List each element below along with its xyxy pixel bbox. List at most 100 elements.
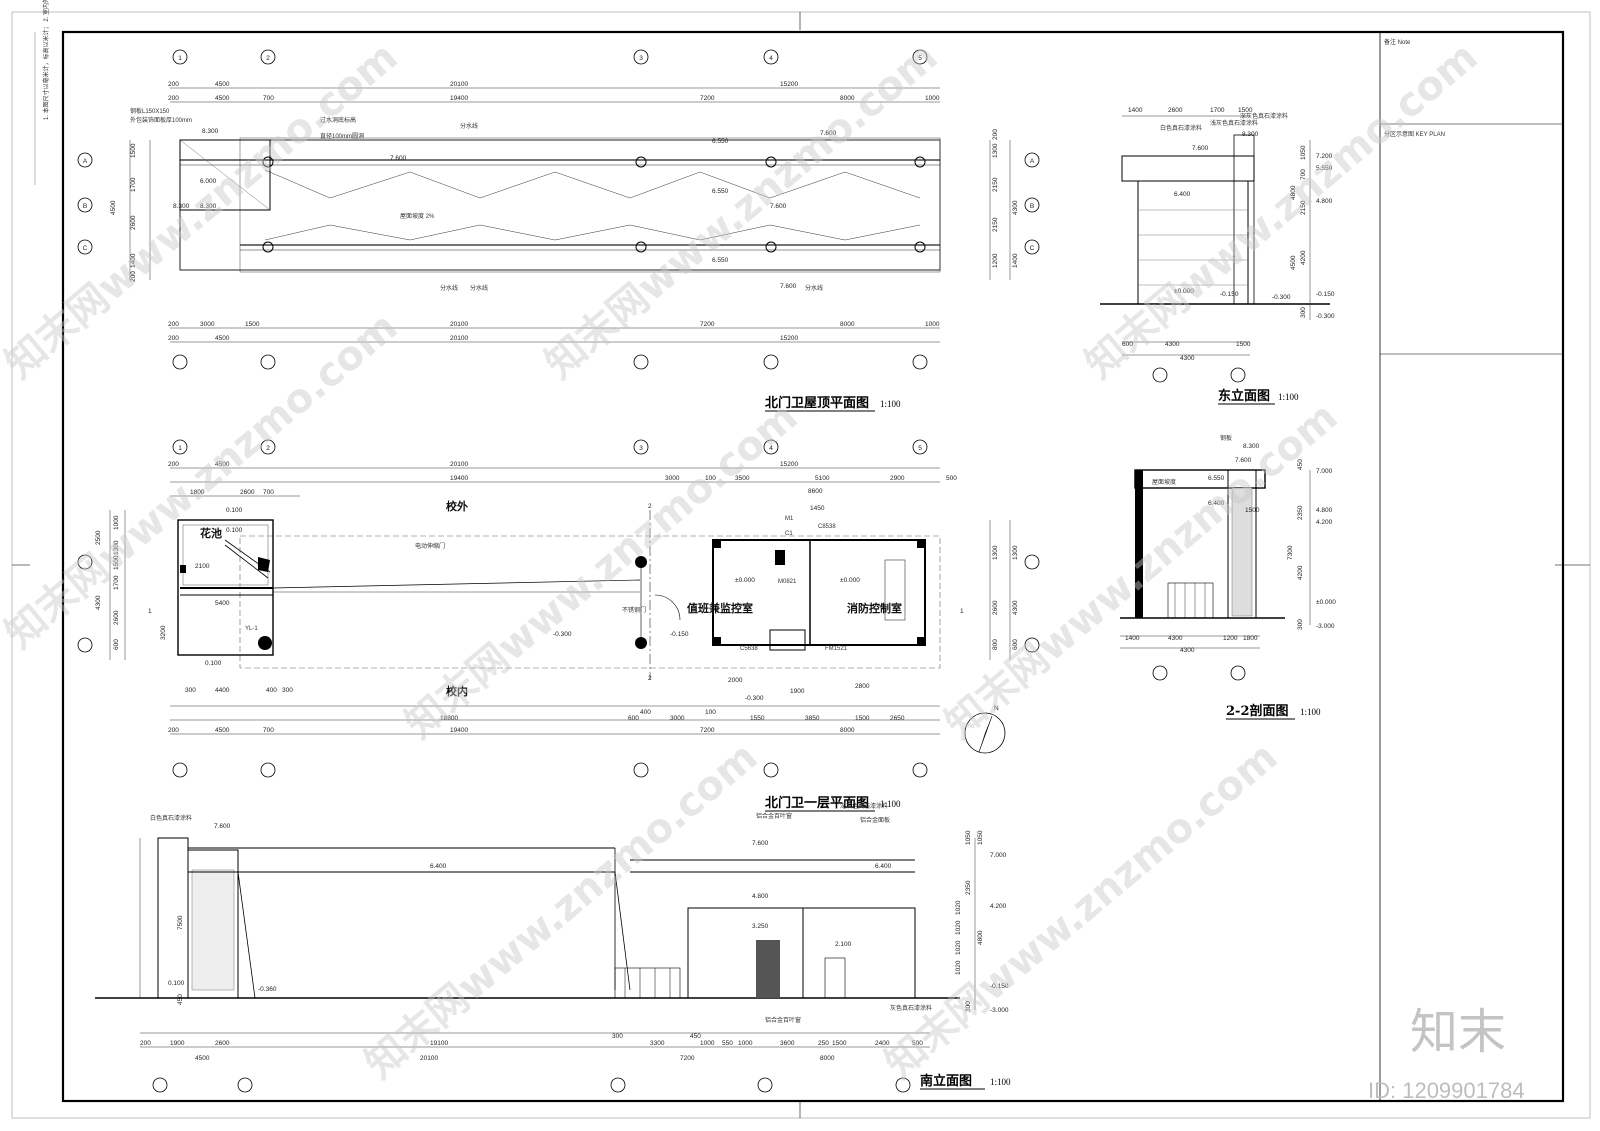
brand-logo: 知末 ID: 1209901784 bbox=[1368, 1004, 1525, 1103]
svg-text:分水线: 分水线 bbox=[805, 284, 823, 292]
svg-text:8.300: 8.300 bbox=[1242, 131, 1259, 138]
svg-text:1020: 1020 bbox=[955, 900, 962, 915]
svg-text:C: C bbox=[83, 245, 88, 252]
svg-text:1500: 1500 bbox=[1238, 107, 1253, 114]
svg-text:2150: 2150 bbox=[992, 177, 999, 192]
svg-text:深灰色真石漆涂料: 深灰色真石漆涂料 bbox=[1240, 112, 1288, 120]
svg-text:4.200: 4.200 bbox=[990, 903, 1007, 910]
svg-text:0.100: 0.100 bbox=[226, 507, 243, 514]
svg-text:知末网www.znzmo.com: 知末网www.znzmo.com bbox=[357, 734, 766, 1088]
svg-text:3300: 3300 bbox=[650, 1040, 665, 1047]
svg-text:铝合金面板: 铝合金面板 bbox=[860, 816, 890, 824]
svg-text:1:100: 1:100 bbox=[990, 1077, 1011, 1087]
roof-plan: 1 2 3 4 5 A B C A B C 200 4500 20100 152… bbox=[77, 49, 1040, 412]
svg-text:M0821: M0821 bbox=[778, 579, 797, 585]
svg-text:500: 500 bbox=[912, 1040, 923, 1047]
key-plan-label: 分区示意图 KEY PLAN bbox=[1384, 130, 1445, 138]
svg-text:1450: 1450 bbox=[810, 505, 825, 512]
svg-text:8000: 8000 bbox=[840, 321, 855, 328]
svg-text:20100: 20100 bbox=[450, 461, 468, 468]
svg-text:7.000: 7.000 bbox=[990, 852, 1007, 859]
svg-text:2400: 2400 bbox=[875, 1040, 890, 1047]
svg-text:7200: 7200 bbox=[700, 727, 715, 734]
svg-text:15200: 15200 bbox=[780, 461, 798, 468]
svg-text:15200: 15200 bbox=[780, 335, 798, 342]
svg-text:-0.150: -0.150 bbox=[990, 983, 1009, 990]
svg-text:2600: 2600 bbox=[992, 600, 999, 615]
svg-text:2000: 2000 bbox=[728, 677, 743, 684]
svg-text:4500: 4500 bbox=[215, 727, 230, 734]
ground-floor-plan: 1 2 3 4 5 bbox=[77, 439, 1040, 812]
svg-text:4500: 4500 bbox=[215, 81, 230, 88]
svg-text:C: C bbox=[1030, 245, 1035, 252]
svg-text:2600: 2600 bbox=[130, 215, 137, 230]
svg-text:7.600: 7.600 bbox=[780, 283, 797, 290]
svg-text:FM1521: FM1521 bbox=[825, 646, 848, 652]
svg-text:2150: 2150 bbox=[1300, 200, 1307, 215]
svg-text:700: 700 bbox=[263, 727, 274, 734]
svg-text:屋面坡度 2%: 屋面坡度 2% bbox=[400, 212, 435, 220]
svg-text:1000: 1000 bbox=[925, 321, 940, 328]
svg-text:8000: 8000 bbox=[840, 95, 855, 102]
svg-text:知末网www.znzmo.com: 知末网www.znzmo.com bbox=[937, 394, 1346, 748]
svg-text:M1: M1 bbox=[785, 516, 794, 522]
svg-text:-0.300: -0.300 bbox=[1316, 313, 1335, 320]
svg-text:2800: 2800 bbox=[855, 683, 870, 690]
svg-text:7200: 7200 bbox=[700, 95, 715, 102]
svg-text:4.800: 4.800 bbox=[1316, 507, 1333, 514]
svg-text:直径100mm圆洞: 直径100mm圆洞 bbox=[320, 132, 364, 140]
svg-text:8600: 8600 bbox=[808, 488, 823, 495]
svg-text:1200: 1200 bbox=[992, 253, 999, 268]
svg-text:铝合金百叶窗: 铝合金百叶窗 bbox=[765, 1016, 801, 1024]
svg-text:700: 700 bbox=[263, 95, 274, 102]
svg-text:6.400: 6.400 bbox=[1208, 500, 1225, 507]
svg-text:1020: 1020 bbox=[955, 940, 962, 955]
svg-text:1700: 1700 bbox=[113, 575, 120, 590]
svg-text:7.000: 7.000 bbox=[1316, 468, 1333, 475]
svg-text:1700: 1700 bbox=[1210, 107, 1225, 114]
svg-text:±0.000: ±0.000 bbox=[1174, 288, 1194, 295]
svg-text:3500: 3500 bbox=[735, 475, 750, 482]
svg-text:4500: 4500 bbox=[215, 335, 230, 342]
svg-text:A: A bbox=[1030, 158, 1035, 165]
roof-axis-bubbles: 1 2 3 4 5 A B C A B C bbox=[77, 49, 1040, 370]
svg-text:知末网www.znzmo.com: 知末网www.znzmo.com bbox=[877, 734, 1286, 1088]
svg-text:分水线: 分水线 bbox=[460, 122, 478, 130]
svg-text:19400: 19400 bbox=[450, 95, 468, 102]
svg-text:200: 200 bbox=[168, 727, 179, 734]
svg-text:6.000: 6.000 bbox=[200, 178, 217, 185]
svg-text:4300: 4300 bbox=[1012, 600, 1019, 615]
svg-text:分水线: 分水线 bbox=[440, 284, 458, 292]
svg-text:700: 700 bbox=[1300, 169, 1307, 180]
svg-text:1300: 1300 bbox=[113, 540, 120, 555]
svg-text:400: 400 bbox=[266, 687, 277, 694]
svg-text:4500: 4500 bbox=[1290, 255, 1297, 270]
svg-text:1300: 1300 bbox=[1012, 545, 1019, 560]
svg-text:250: 250 bbox=[818, 1040, 829, 1047]
svg-text:19400: 19400 bbox=[450, 475, 468, 482]
east-elevation-title: 东立面图 bbox=[1218, 388, 1270, 404]
label-inside: 校内 bbox=[446, 684, 468, 698]
svg-text:不锈钢门: 不锈钢门 bbox=[622, 606, 646, 614]
svg-text:4300: 4300 bbox=[1165, 341, 1180, 348]
svg-text:1050: 1050 bbox=[965, 830, 972, 845]
svg-text:100: 100 bbox=[705, 709, 716, 716]
svg-text:3: 3 bbox=[639, 445, 643, 452]
svg-text:4500: 4500 bbox=[215, 461, 230, 468]
svg-text:1550: 1550 bbox=[750, 715, 765, 722]
svg-text:A: A bbox=[83, 158, 88, 165]
svg-text:分水线: 分水线 bbox=[470, 284, 488, 292]
svg-text:1500: 1500 bbox=[113, 555, 120, 570]
svg-text:5.550: 5.550 bbox=[1316, 165, 1333, 172]
svg-text:-0.300: -0.300 bbox=[1272, 294, 1291, 301]
svg-text:外包装饰面板厚100mm: 外包装饰面板厚100mm bbox=[130, 116, 192, 124]
svg-text:6.550: 6.550 bbox=[1208, 475, 1225, 482]
svg-text:700: 700 bbox=[263, 489, 274, 496]
svg-text:1400: 1400 bbox=[130, 253, 137, 268]
svg-text:300: 300 bbox=[185, 687, 196, 694]
svg-text:8000: 8000 bbox=[820, 1055, 835, 1062]
svg-text:4300: 4300 bbox=[1168, 635, 1183, 642]
svg-text:1000: 1000 bbox=[700, 1040, 715, 1047]
svg-text:4500: 4500 bbox=[195, 1055, 210, 1062]
svg-text:8.300: 8.300 bbox=[173, 203, 190, 210]
